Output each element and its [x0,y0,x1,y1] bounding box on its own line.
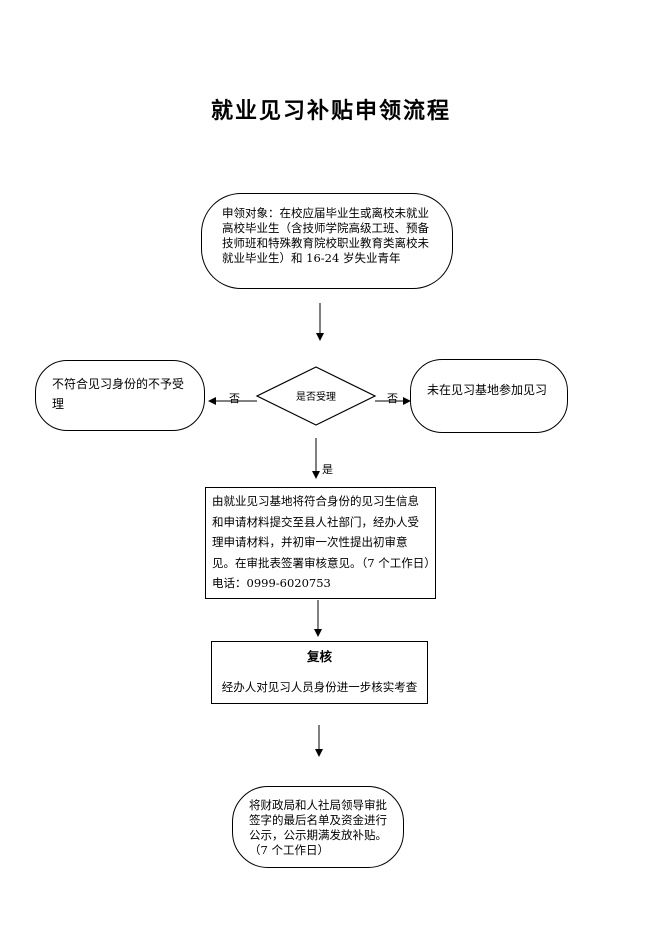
edge-label-no-left: 否 [229,392,240,405]
edge-label-no-right: 否 [387,392,398,405]
final-node: 将财政局和人社局领导审批签字的最后名单及资金进行公示，公示期满发放补贴。（7 个… [232,786,404,868]
start-node: 申领对象：在校应届毕业生或离校未就业高校毕业生（含技师学院高级工班、预备技师班和… [201,193,453,289]
not-in-base-node: 未在见习基地参加见习 [410,359,568,433]
not-in-base-node-text: 未在见习基地参加见习 [427,383,548,397]
page-title: 就业见习补贴申领流程 [210,98,451,124]
decision-label: 是否受理 [296,392,336,403]
submit-node-text: 由就业见习基地将符合身份的见习生信息和申请材料提交至县人社部门，经办人受理申请材… [212,494,430,590]
start-node-text: 申领对象：在校应届毕业生或离校未就业高校毕业生（含技师学院高级工班、预备技师班和… [222,206,429,265]
edge-label-yes: 是 [322,463,333,476]
submit-node: 由就业见习基地将符合身份的见习生信息和申请材料提交至县人社部门，经办人受理申请材… [205,487,436,599]
reject-node-text: 不符合见习身份的不予受理 [52,377,185,411]
review-title: 复核 [306,649,332,664]
final-node-text: 将财政局和人社局领导审批签字的最后名单及资金进行公示，公示期满发放补贴。（7 个… [249,798,387,857]
review-body: 经办人对见习人员身份进一步核实考查 [221,680,418,694]
reject-node: 不符合见习身份的不予受理 [35,360,205,431]
review-node: 复核 经办人对见习人员身份进一步核实考查 [211,641,428,704]
decision-diamond [255,366,377,426]
